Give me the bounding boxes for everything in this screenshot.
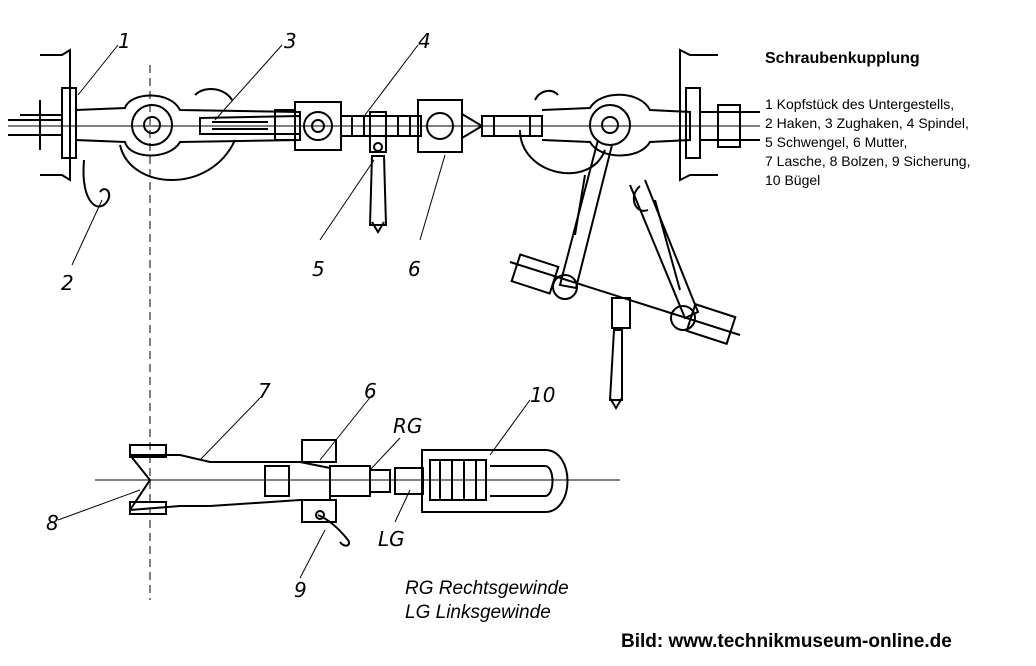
legend-line: 5 Schwengel, 6 Mutter, bbox=[765, 134, 908, 150]
figure-title: Schraubenkupplung bbox=[765, 50, 920, 67]
spindle bbox=[340, 115, 422, 137]
left-headstock bbox=[8, 48, 77, 182]
callout-2: 2 bbox=[61, 271, 74, 295]
right-nut bbox=[417, 99, 543, 153]
hanging-coupling bbox=[509, 139, 741, 410]
thread-abbreviations: RG Rechtsgewinde LG Linksgewinde bbox=[405, 577, 569, 625]
draw-hook bbox=[199, 114, 301, 135]
callout-10: 10 bbox=[530, 383, 555, 407]
detail-view bbox=[95, 439, 620, 547]
callout-5: 5 bbox=[312, 257, 325, 281]
legend: 1 Kopfstück des Untergestells, 2 Haken, … bbox=[765, 95, 970, 190]
callout-1: 1 bbox=[118, 29, 131, 53]
callout-lg: LG bbox=[378, 527, 405, 551]
leader-lines bbox=[57, 44, 531, 579]
callout-4: 4 bbox=[418, 29, 431, 53]
left-hook-body bbox=[75, 65, 301, 600]
callout-3: 3 bbox=[284, 29, 297, 53]
right-hook-body bbox=[519, 89, 691, 175]
right-headstock bbox=[679, 48, 760, 182]
abbrev-rg: RG Rechtsgewinde bbox=[405, 578, 569, 599]
left-hook bbox=[82, 159, 111, 208]
legend-line: 7 Lasche, 8 Bolzen, 9 Sicherung, bbox=[765, 153, 971, 169]
callout-9: 9 bbox=[294, 578, 307, 602]
image-credit: Bild: www.technikmuseum-online.de bbox=[621, 631, 952, 652]
legend-line: 2 Haken, 3 Zughaken, 4 Spindel, bbox=[765, 115, 969, 131]
legend-line: 10 Bügel bbox=[765, 172, 821, 188]
legend-line: 1 Kopfstück des Untergestells, bbox=[765, 96, 955, 112]
callout-rg: RG bbox=[393, 414, 422, 438]
callout-7: 7 bbox=[258, 379, 271, 403]
callout-6b: 6 bbox=[364, 379, 377, 403]
callout-8: 8 bbox=[46, 511, 59, 535]
callouts: 1 3 4 2 5 6 7 6 RG 10 8 LG 9 bbox=[46, 29, 555, 602]
abbrev-lg: LG Linksgewinde bbox=[405, 602, 551, 623]
callout-6: 6 bbox=[408, 257, 421, 281]
lever bbox=[368, 111, 388, 234]
